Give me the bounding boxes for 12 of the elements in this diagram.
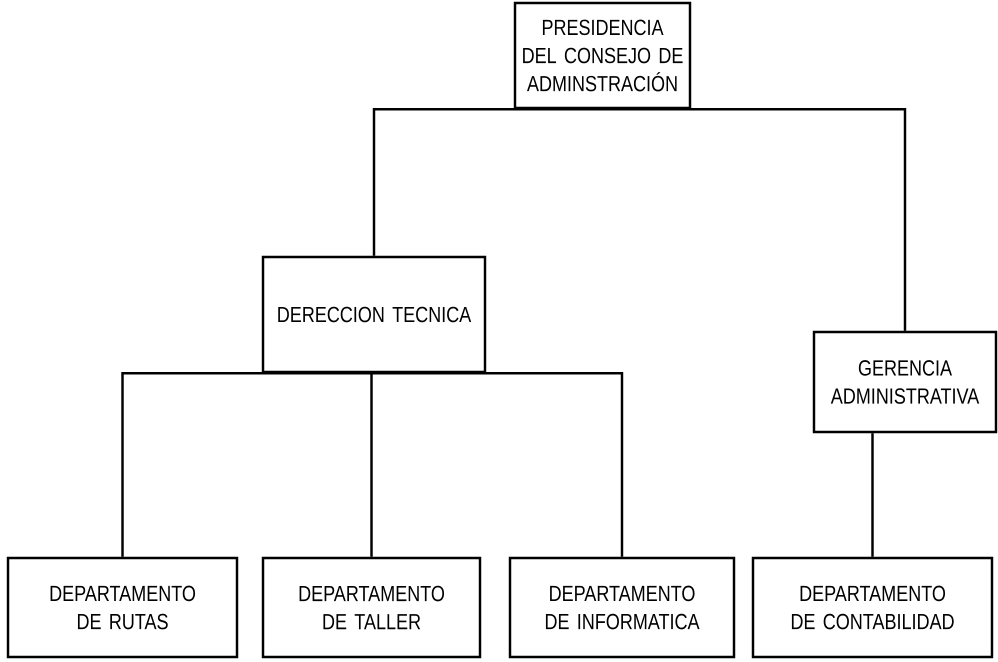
org-box: DEPARTAMENTO DE RUTAS [6,556,238,658]
org-box: DEPARTAMENTO DE TALLER [262,556,482,658]
connector-line [372,108,602,256]
connector-line [871,433,874,557]
org-box: PRESIDENCIA DEL CONSEJO DE ADMINSTRACIÓN [514,2,692,110]
org-box: GERENCIA ADMINISTRATIVA [812,330,998,434]
org-box: DEPARTAMENTO DE CONTABILIDAD [752,556,994,658]
connector-line [602,108,906,331]
connector-line [374,372,624,557]
org-box: DERECCION TECNICA [262,256,486,374]
connector-line [370,372,374,557]
org-box: DEPARTAMENTO DE INFORMATICA [508,556,736,658]
